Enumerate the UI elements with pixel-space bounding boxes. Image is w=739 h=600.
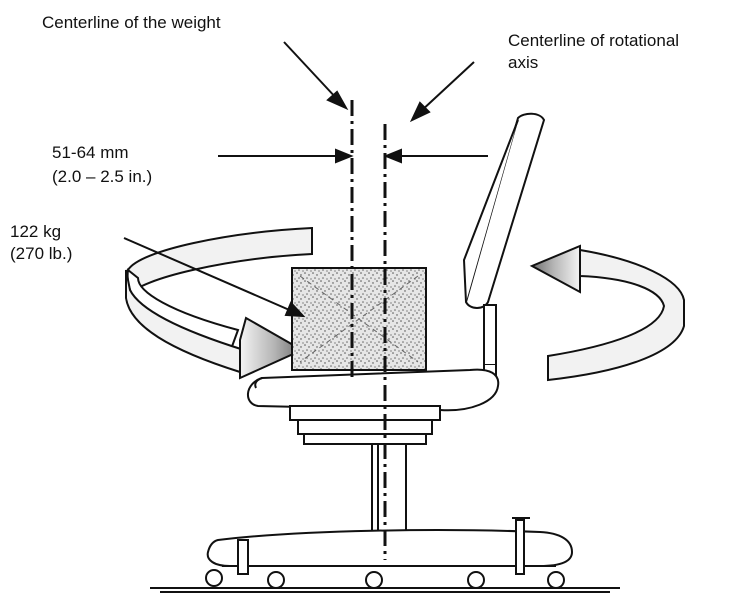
label-offset-mm: 51-64 mm xyxy=(52,143,129,162)
label-weight-kg: 122 kg xyxy=(10,222,62,241)
chair-column xyxy=(289,405,441,535)
weight-block xyxy=(291,267,427,371)
chair-backrest xyxy=(462,112,546,381)
rotation-arrow-left xyxy=(125,226,313,380)
leader-weight-centerline xyxy=(283,41,349,111)
leader-rotational-axis xyxy=(409,61,475,123)
leader-weight-block xyxy=(123,237,306,318)
label-offset-in: (2.0 – 2.5 in.) xyxy=(52,167,153,186)
offset-dimension xyxy=(218,148,488,164)
chair-casters xyxy=(205,569,565,589)
label-weight-centerline: Centerline of the weight xyxy=(42,13,221,32)
rotation-arrow-right xyxy=(529,244,685,382)
chair-seat xyxy=(247,368,500,412)
label-rotational-axis-line2: axis xyxy=(508,53,539,72)
label-weight-lb: (270 lb.) xyxy=(10,244,73,263)
floor-line xyxy=(150,587,620,593)
label-rotational-axis-line1: Centerline of rotational xyxy=(508,31,680,50)
chair-base xyxy=(206,517,574,575)
